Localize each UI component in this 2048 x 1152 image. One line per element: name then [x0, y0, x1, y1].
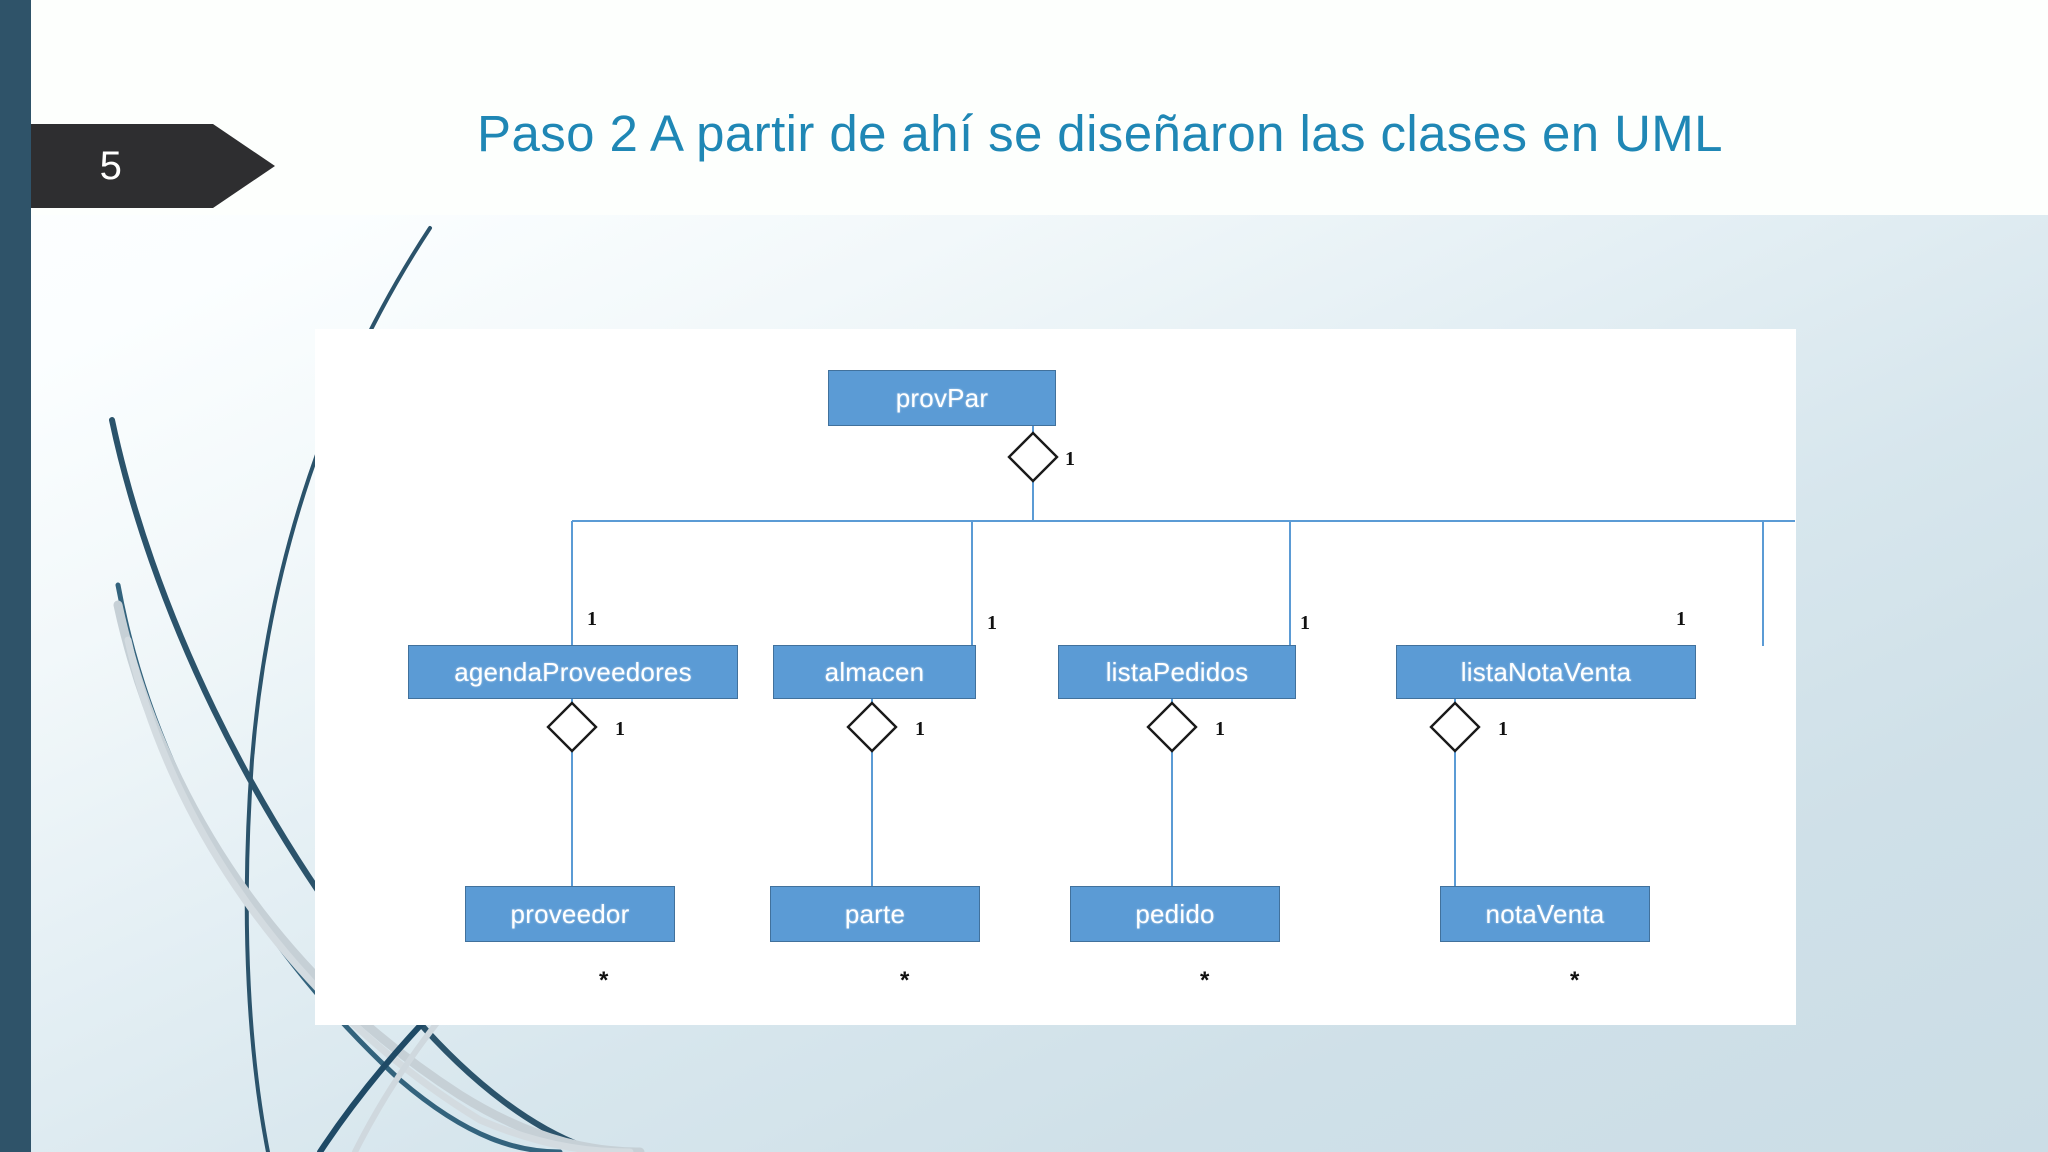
uml-class-pedido[interactable]: pedido — [1070, 886, 1280, 942]
multiplicity-proveedor: * — [599, 967, 609, 994]
page-title: Paso 2 A partir de ahí se diseñaron las … — [477, 105, 1723, 162]
uml-class-provpar[interactable]: provPar — [828, 370, 1056, 426]
multiplicity-listapedidos-down: 1 — [1215, 718, 1225, 740]
uml-class-notaventa[interactable]: notaVenta — [1440, 886, 1650, 942]
uml-class-listanotaventa[interactable]: listaNotaVenta — [1396, 645, 1696, 699]
multiplicity-agendaproveedores-up: 1 — [587, 608, 597, 630]
multiplicity-parte: * — [900, 967, 910, 994]
multiplicity-pedido: * — [1200, 967, 1210, 994]
multiplicity-root: 1 — [1065, 448, 1075, 470]
slide-number-tab: 5 — [0, 124, 275, 208]
multiplicity-almacen-down: 1 — [915, 718, 925, 740]
uml-class-agendaproveedores[interactable]: agendaProveedores — [408, 645, 738, 699]
multiplicity-listapedidos-up: 1 — [1300, 612, 1310, 634]
multiplicity-agendaproveedores-down: 1 — [615, 718, 625, 740]
uml-class-almacen[interactable]: almacen — [773, 645, 976, 699]
uml-class-label: almacen — [824, 656, 925, 687]
multiplicity-notaventa: * — [1570, 967, 1580, 994]
slide-number-tab-shape — [0, 124, 275, 208]
uml-class-listapedidos[interactable]: listaPedidos — [1058, 645, 1296, 699]
left-accent-bar — [0, 0, 31, 1152]
multiplicity-listanotaventa-down: 1 — [1498, 718, 1508, 740]
uml-class-proveedor[interactable]: proveedor — [465, 886, 675, 942]
uml-class-label: provPar — [895, 382, 989, 413]
uml-class-label: parte — [844, 898, 906, 929]
slide-background-top-band — [0, 0, 2048, 215]
diagram-panel: provPar 1 agendaProveedores 1 1 almacen … — [315, 329, 1796, 1025]
uml-connectors — [546, 426, 1795, 886]
uml-class-label: listaPedidos — [1105, 656, 1249, 687]
multiplicity-listanotaventa-up: 1 — [1676, 608, 1686, 630]
uml-class-label: pedido — [1135, 898, 1215, 929]
uml-class-label: notaVenta — [1485, 898, 1605, 929]
uml-class-label: agendaProveedores — [454, 656, 692, 687]
multiplicity-almacen-up: 1 — [987, 612, 997, 634]
uml-class-parte[interactable]: parte — [770, 886, 980, 942]
slide-number-label: 5 — [99, 143, 123, 188]
uml-class-label: proveedor — [510, 898, 630, 929]
uml-class-label: listaNotaVenta — [1460, 656, 1632, 687]
